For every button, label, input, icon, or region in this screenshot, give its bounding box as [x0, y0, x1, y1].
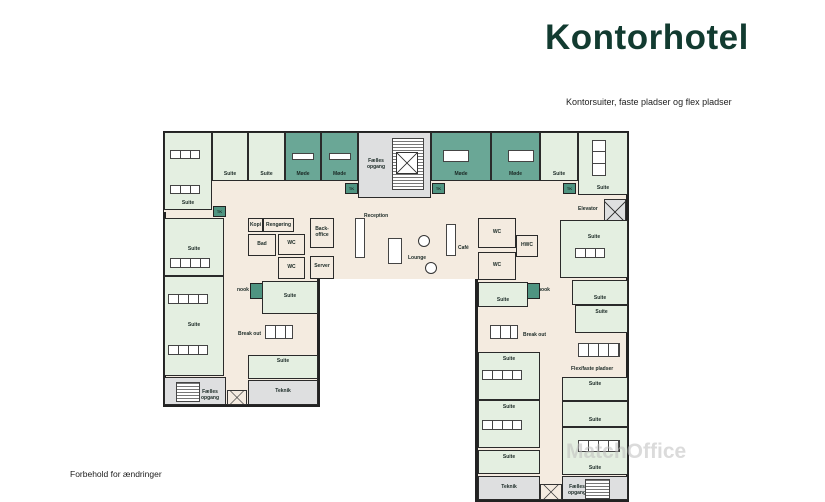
round-table [418, 235, 430, 247]
room-wc: WC [478, 252, 516, 280]
meeting-table [292, 153, 314, 160]
room-suite: Suite [262, 281, 318, 314]
breakout-table [265, 325, 293, 339]
disclaimer: Forbehold for ændringer [70, 469, 162, 479]
tk-room: TK [432, 183, 445, 194]
shaft-icon [227, 390, 247, 405]
nook-label: nook [237, 287, 249, 293]
breakout-table [490, 325, 518, 339]
shaft-icon [540, 484, 562, 500]
cafe-counter [446, 224, 456, 256]
lounge-label: Lounge [408, 255, 427, 261]
meeting-table [508, 150, 534, 162]
room-copy: Kopi [248, 218, 263, 232]
desk-group [575, 248, 605, 258]
room-technical: Teknik [248, 380, 318, 405]
top-corridor [164, 200, 624, 212]
room-wc: WC [278, 257, 305, 279]
desk-group [482, 370, 522, 380]
room-suite: Suite [248, 132, 285, 181]
room-suite: Suite [562, 401, 628, 427]
room-suite: Suite [164, 276, 224, 376]
room-suite: Suite [562, 377, 628, 401]
room-suite: Suite [540, 132, 578, 181]
room-hwc: HWC [516, 235, 538, 257]
desk-group [168, 294, 208, 304]
cafe-label: Café [458, 245, 469, 251]
nook-bench [527, 283, 540, 299]
watermark: MatchOffice [566, 440, 687, 463]
room-bath: Bad [248, 234, 276, 256]
breakout-label: Break out [238, 331, 262, 337]
stairs-icon [585, 479, 610, 499]
reception-desk [355, 218, 365, 258]
tk-room: TK [345, 183, 358, 194]
room-server: Server [310, 256, 334, 279]
room-suite: Suite [572, 280, 628, 305]
shaft-icon [396, 152, 418, 174]
room-suite: Suite [478, 450, 540, 474]
lounge-table [388, 238, 402, 264]
breakout-label: Break out [523, 332, 547, 338]
desk-group [170, 185, 200, 194]
elevator-label: Elevator [578, 206, 598, 212]
desk-group [592, 140, 606, 176]
room-back-office: Back-office [310, 218, 334, 248]
room-wc: WC [478, 218, 516, 248]
room-suite: Suite [164, 132, 212, 210]
stairs-icon [176, 382, 200, 402]
stairs-icon [392, 138, 424, 190]
room-suite: Suite [212, 132, 248, 181]
room-suite: Suite [575, 305, 628, 333]
meeting-table [329, 153, 351, 160]
desk-group [168, 345, 208, 355]
room-cleaning: Rengøring [263, 218, 294, 232]
desk-group [170, 258, 210, 268]
desk-group [482, 420, 522, 430]
room-technical: Teknik [478, 476, 540, 500]
nook-label: nook [538, 287, 550, 293]
room-suite: Suite [248, 355, 318, 379]
desk-group [578, 343, 620, 357]
flex-seats-label: Flex/faste pladser [571, 366, 614, 372]
page-title: Kontorhotel [545, 18, 749, 57]
page-subtitle: Kontorsuiter, faste pladser og flex plad… [566, 97, 732, 107]
desk-group [170, 150, 200, 159]
tk-room: TK [563, 183, 576, 194]
room-wc: WC [278, 234, 305, 255]
desk-group [578, 440, 620, 452]
room-suite: Suite [478, 282, 528, 307]
tk-room: TK [213, 206, 226, 217]
round-table [425, 262, 437, 274]
meeting-table [443, 150, 469, 162]
reception-label: Reception [364, 213, 389, 219]
